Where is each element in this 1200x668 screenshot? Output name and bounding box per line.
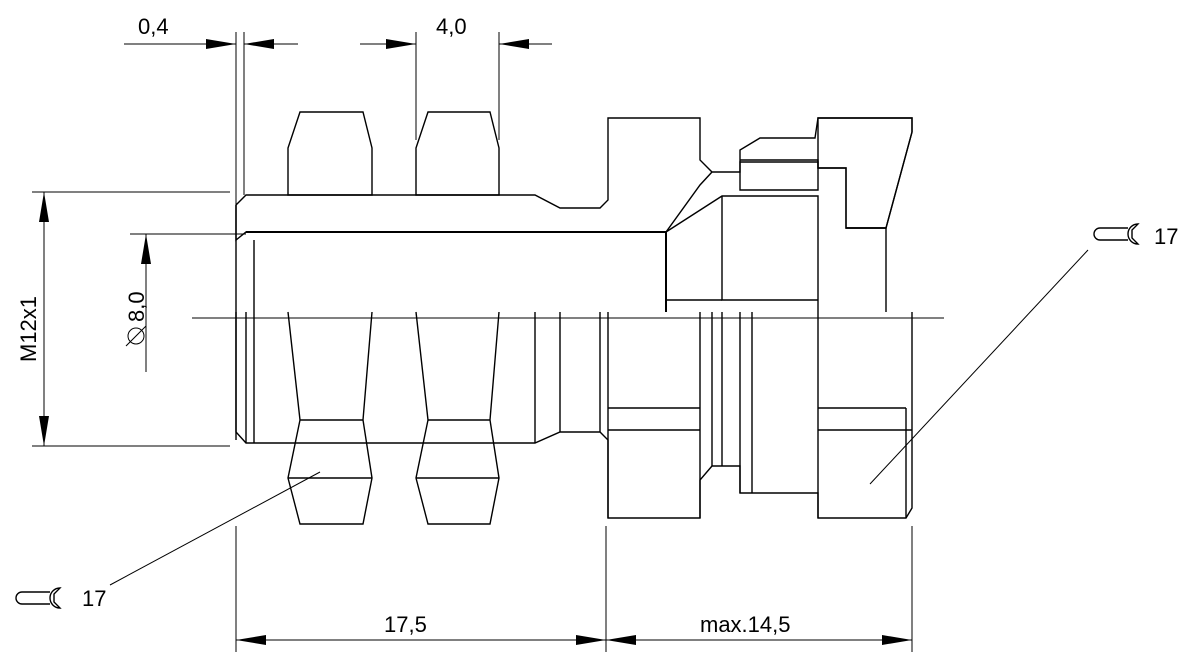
leader-right bbox=[869, 249, 1089, 485]
leader-left bbox=[109, 471, 321, 586]
dim-length-right bbox=[606, 526, 913, 652]
body-outside-view bbox=[235, 311, 913, 525]
dim-bore-label: 8,0 bbox=[124, 291, 149, 322]
dim-thread-label: M12x1 bbox=[16, 296, 41, 362]
dim-gap-label: 0,4 bbox=[138, 14, 169, 39]
dim-gap bbox=[124, 32, 298, 205]
wrench-icon bbox=[1093, 223, 1140, 245]
wrench-size-left: 17 bbox=[82, 586, 106, 611]
dim-bore bbox=[130, 233, 246, 372]
diameter-icon bbox=[125, 325, 147, 347]
dim-thread bbox=[32, 191, 230, 447]
dim-pitch-label: 4,0 bbox=[436, 14, 467, 39]
dim-length-left-label: 17,5 bbox=[384, 612, 427, 637]
dim-pitch bbox=[360, 32, 552, 140]
body-section bbox=[235, 111, 913, 440]
dim-length-left bbox=[235, 526, 607, 652]
wrench-size-right: 17 bbox=[1154, 224, 1178, 249]
wrench-icon bbox=[15, 587, 62, 609]
dim-length-right-label: max.14,5 bbox=[700, 612, 791, 637]
